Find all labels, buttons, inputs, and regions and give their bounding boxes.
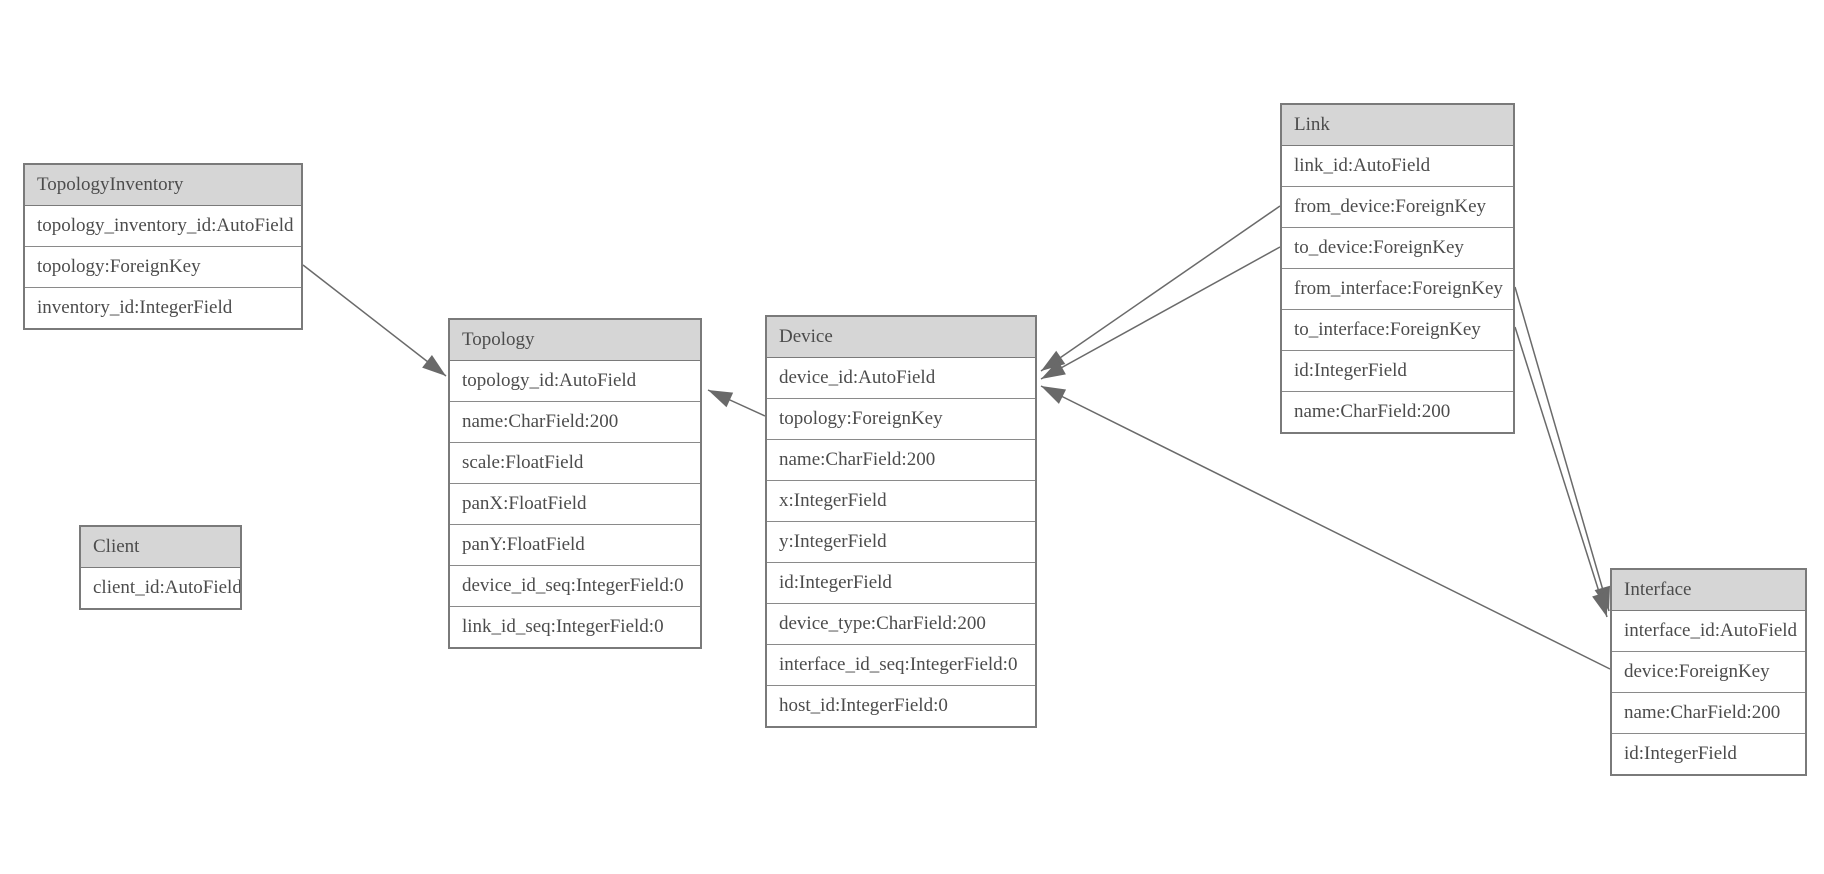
- entity-field: topology_id:AutoField: [450, 361, 700, 402]
- entity-device: Device device_id:AutoField topology:Fore…: [765, 315, 1037, 728]
- entity-field: topology:ForeignKey: [767, 399, 1035, 440]
- entity-client-title: Client: [81, 527, 240, 568]
- entity-field: panY:FloatField: [450, 525, 700, 566]
- entity-field: to_device:ForeignKey: [1282, 228, 1513, 269]
- entity-field: name:CharField:200: [1294, 401, 1451, 422]
- entity-topologyinventory: TopologyInventory topology_inventory_id:…: [23, 163, 303, 330]
- entity-field: scale:FloatField: [450, 443, 700, 484]
- entity-field: interface_id_seq:IntegerField:0: [767, 645, 1035, 686]
- entity-field: topology:ForeignKey: [25, 247, 301, 288]
- entity-field: id:IntegerField: [1282, 351, 1513, 392]
- entity-topologyinventory-title: TopologyInventory: [25, 165, 301, 206]
- entity-field: panX:FloatField: [450, 484, 700, 525]
- entity-topology: Topology topology_id:AutoField name:Char…: [448, 318, 702, 649]
- entity-field: client_id:AutoField: [93, 577, 240, 598]
- entity-field: name:CharField:200: [1612, 693, 1805, 734]
- edge-device-topology: [707, 389, 766, 417]
- entity-field: interface_id:AutoField: [1612, 611, 1805, 652]
- entity-field: id:IntegerField: [767, 563, 1035, 604]
- entity-field: link_id_seq:IntegerField:0: [462, 616, 664, 637]
- entity-field: from_device:ForeignKey: [1282, 187, 1513, 228]
- entity-field: topology_inventory_id:AutoField: [25, 206, 301, 247]
- entity-field: device_id_seq:IntegerField:0: [450, 566, 700, 607]
- edge-interface-device: [1040, 385, 1611, 670]
- entity-field: to_interface:ForeignKey: [1282, 310, 1513, 351]
- entity-client: Client client_id:AutoField: [79, 525, 242, 610]
- entity-interface-title: Interface: [1612, 570, 1805, 611]
- entity-field: name:CharField:200: [450, 402, 700, 443]
- entity-link-title: Link: [1282, 105, 1513, 146]
- entity-interface: Interface interface_id:AutoField device:…: [1610, 568, 1807, 776]
- edge-link-frominterface-interface: [1514, 286, 1610, 612]
- entity-link: Link link_id:AutoField from_device:Forei…: [1280, 103, 1515, 434]
- entity-field: name:CharField:200: [767, 440, 1035, 481]
- entity-field: device_id:AutoField: [767, 358, 1035, 399]
- entity-field: y:IntegerField: [767, 522, 1035, 563]
- entity-device-title: Device: [767, 317, 1035, 358]
- entity-field: x:IntegerField: [767, 481, 1035, 522]
- entity-field: device:ForeignKey: [1612, 652, 1805, 693]
- entity-field: link_id:AutoField: [1282, 146, 1513, 187]
- edge-link-tointerface-interface: [1514, 326, 1608, 618]
- edge-topologyinventory-topology: [302, 264, 447, 377]
- edge-link-todevice-device: [1040, 246, 1281, 380]
- entity-topology-title: Topology: [450, 320, 700, 361]
- entity-field: from_interface:ForeignKey: [1282, 269, 1513, 310]
- entity-field: inventory_id:IntegerField: [37, 297, 233, 318]
- entity-field: host_id:IntegerField:0: [779, 695, 948, 716]
- entity-field: id:IntegerField: [1624, 743, 1737, 764]
- edge-link-fromdevice-device: [1040, 205, 1281, 372]
- entity-field: device_type:CharField:200: [767, 604, 1035, 645]
